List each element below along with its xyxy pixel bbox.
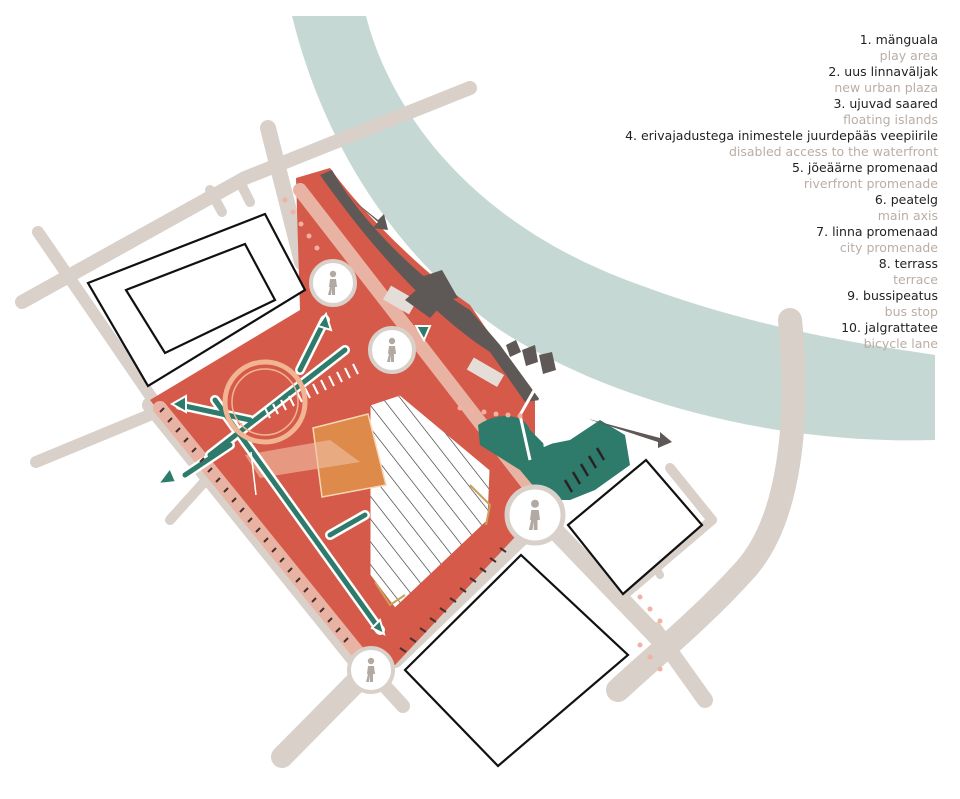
legend-item: 10. jalgrattatee bicycle lane xyxy=(518,320,938,352)
terrace-projection xyxy=(245,440,360,478)
legend-label-et: 6. peatelg xyxy=(874,192,938,207)
legend-label-et: 2. uus linnaväljak xyxy=(828,64,938,79)
disabled-access-route xyxy=(518,369,641,461)
legend-label-en: city promenade xyxy=(839,240,938,255)
legend-label-en: main axis xyxy=(877,208,938,223)
legend-item: 6. peatelg main axis xyxy=(518,192,938,224)
legend-label-en: bicycle lane xyxy=(863,336,938,351)
legend-label-et: 1. mänguala xyxy=(859,32,938,47)
bicycle-lane-edges xyxy=(159,407,507,653)
legend-label-en: riverfront promenade xyxy=(803,176,938,191)
river xyxy=(292,16,935,441)
legend: 1. mänguala play area 2. uus linnaväljak… xyxy=(518,32,938,352)
terrace-arrow xyxy=(250,451,257,496)
waterfront-access-arrows xyxy=(348,196,672,448)
legend-label-en: disabled access to the waterfront xyxy=(728,144,938,159)
pedestrian-node-2 xyxy=(368,326,416,374)
legend-label-en: floating islands xyxy=(843,112,938,127)
legend-label-et: 10. jalgrattatee xyxy=(841,320,938,335)
bicycle-lane-marks xyxy=(563,447,606,493)
legend-label-en: new urban plaza xyxy=(834,80,938,95)
legend-label-en: bus stop xyxy=(884,304,938,319)
surrounding-buildings xyxy=(86,212,704,768)
legend-label-et: 5. jõeäärne promenaad xyxy=(791,160,938,175)
legend-label-et: 7. linna promenaad xyxy=(816,224,938,239)
pedestrian-node-1 xyxy=(309,259,357,307)
legend-item: 9. bussipeatus bus stop xyxy=(518,288,938,320)
legend-label-et: 4. erivajadustega inimestele juurdepääs … xyxy=(625,128,938,143)
legend-label-et: 3. ujuvad saared xyxy=(833,96,938,111)
legend-item: 5. jõeäärne promenaad riverfront promena… xyxy=(518,160,938,192)
legend-item: 1. mänguala play area xyxy=(518,32,938,64)
waterfront-green-area xyxy=(478,415,630,500)
play-area-ring xyxy=(222,359,308,445)
legend-label-et: 8. terrass xyxy=(878,256,938,271)
legend-item: 7. linna promenaad city promenade xyxy=(518,224,938,256)
legend-item: 3. ujuvad saared floating islands xyxy=(518,96,938,128)
terrace-edge-lines xyxy=(374,484,492,607)
legend-item: 4. erivajadustega inimestele juurdepääs … xyxy=(518,128,938,160)
legend-item: 2. uus linnaväljak new urban plaza xyxy=(518,64,938,96)
floating-islands xyxy=(506,340,556,374)
legend-label-en: play area xyxy=(879,48,938,63)
pedestrian-node-4 xyxy=(347,646,395,694)
legend-label-et: 9. bussipeatus xyxy=(847,288,938,303)
main-axis-arrows xyxy=(155,311,432,636)
crosswalk-stripes xyxy=(264,363,359,419)
legend-item: 8. terrass terrace xyxy=(518,256,938,288)
pedestrian-node-3 xyxy=(504,484,566,546)
legend-label-en: terrace xyxy=(893,272,938,287)
